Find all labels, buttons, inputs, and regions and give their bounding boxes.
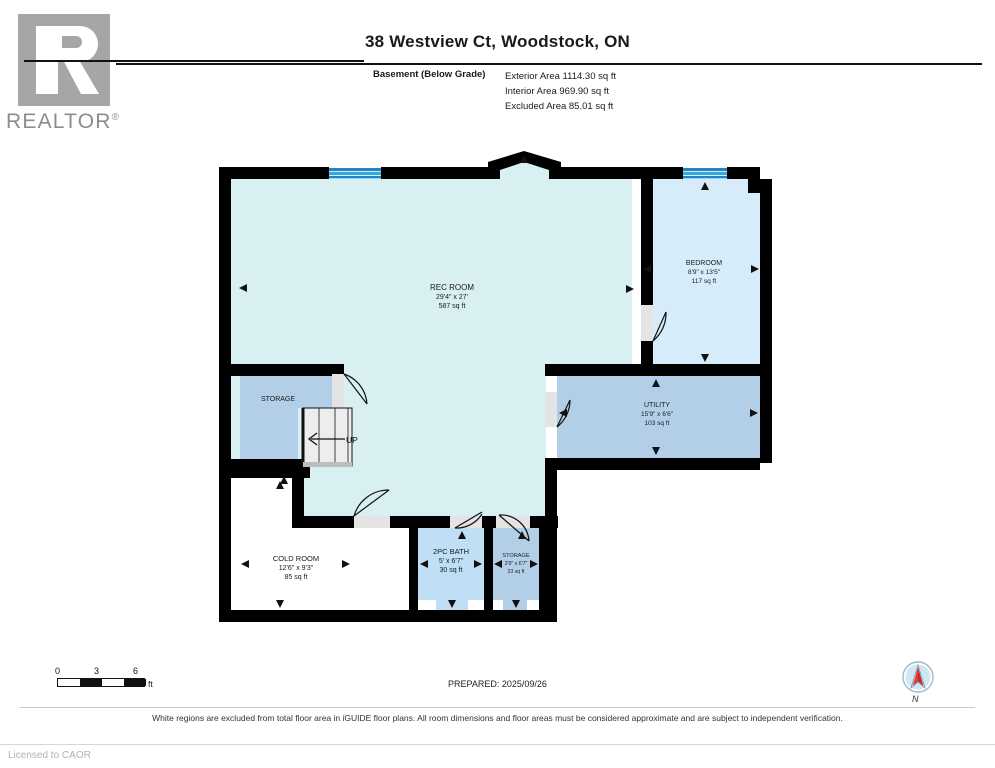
scale-tick-3: 3 xyxy=(94,666,100,676)
realtor-logo: REALTOR® xyxy=(6,14,364,133)
exterior-area: Exterior Area 1114.30 sq ft xyxy=(505,71,617,82)
logo-rule xyxy=(24,60,364,62)
room-cold-room xyxy=(229,478,352,611)
label-bedroom-name: BEDROOM xyxy=(686,260,722,267)
door-storage-left xyxy=(332,373,368,408)
license-text: Licensed to CAOR xyxy=(8,750,91,761)
stairs-up: UP xyxy=(301,407,358,467)
door-storage-small xyxy=(496,514,530,542)
room-storage-left xyxy=(240,374,344,459)
room-2pc-bath xyxy=(418,528,484,611)
label-storage-small-dims: 3'9" x 6'7" xyxy=(505,561,528,567)
compass-rose: N xyxy=(898,660,938,708)
label-2pc-bath-dims: 5' x 6'7" xyxy=(439,558,464,565)
door-cold-room xyxy=(353,489,390,528)
label-2pc-bath-area: 30 sq ft xyxy=(440,567,463,574)
floor-label: Basement (Below Grade) xyxy=(373,69,486,80)
stairs-up-label: UP xyxy=(346,435,358,445)
scale-bar-graphic xyxy=(57,678,146,687)
header-divider xyxy=(116,63,982,65)
window-top-right xyxy=(683,167,727,179)
door-2pc-bath xyxy=(450,511,483,529)
label-cold-room-area: 85 sq ft xyxy=(285,574,308,581)
label-storage-small-name: STORAGE xyxy=(502,553,530,559)
page-title: 38 Westview Ct, Woodstock, ON xyxy=(365,32,630,51)
label-storage-left-name: STORAGE xyxy=(261,396,295,403)
label-utility-area: 103 sq ft xyxy=(645,420,670,427)
dimension-arrows xyxy=(239,155,759,608)
interior-area: Interior Area 969.90 sq ft xyxy=(505,86,610,97)
footer-divider xyxy=(20,707,975,708)
room-utility xyxy=(557,374,760,458)
label-2pc-bath-name: 2PC BATH xyxy=(433,547,469,556)
scale-tick-0: 0 xyxy=(55,666,61,676)
label-storage-small-area: 23 sq ft xyxy=(507,569,525,575)
window-top-left xyxy=(329,167,381,179)
realtor-wordmark: REALTOR® xyxy=(6,110,121,133)
room-storage-small xyxy=(492,528,540,611)
label-rec-room-area: 587 sq ft xyxy=(439,303,466,310)
label-cold-room-dims: 12'6" x 9'3" xyxy=(279,565,314,572)
excluded-area: Excluded Area 85.01 sq ft xyxy=(505,101,614,112)
door-bedroom xyxy=(641,305,667,342)
scale-tick-6: 6 xyxy=(133,666,139,676)
scale-unit: ft xyxy=(148,679,153,689)
disclaimer-text: White regions are excluded from total fl… xyxy=(152,713,843,723)
prepared-date: PREPARED: 2025/09/26 xyxy=(448,679,547,689)
license-divider xyxy=(0,744,995,745)
label-bedroom-area: 117 sq ft xyxy=(692,278,717,285)
label-bedroom-dims: 8'9" x 13'5" xyxy=(688,269,721,276)
room-labels: REC ROOM 29'4" x 27' 587 sq ft BEDROOM 8… xyxy=(261,260,722,581)
compass-icon xyxy=(902,661,934,693)
label-cold-room-name: COLD ROOM xyxy=(273,554,319,563)
label-utility-dims: 15'9" x 6'6" xyxy=(641,411,674,418)
label-utility-name: UTILITY xyxy=(644,402,670,409)
area-summary: Exterior Area 1114.30 sq ft Interior Are… xyxy=(505,69,616,114)
compass-north-label: N xyxy=(912,694,919,704)
label-rec-room-dims: 29'4" x 27' xyxy=(436,294,468,301)
label-rec-room-name: REC ROOM xyxy=(430,283,474,292)
